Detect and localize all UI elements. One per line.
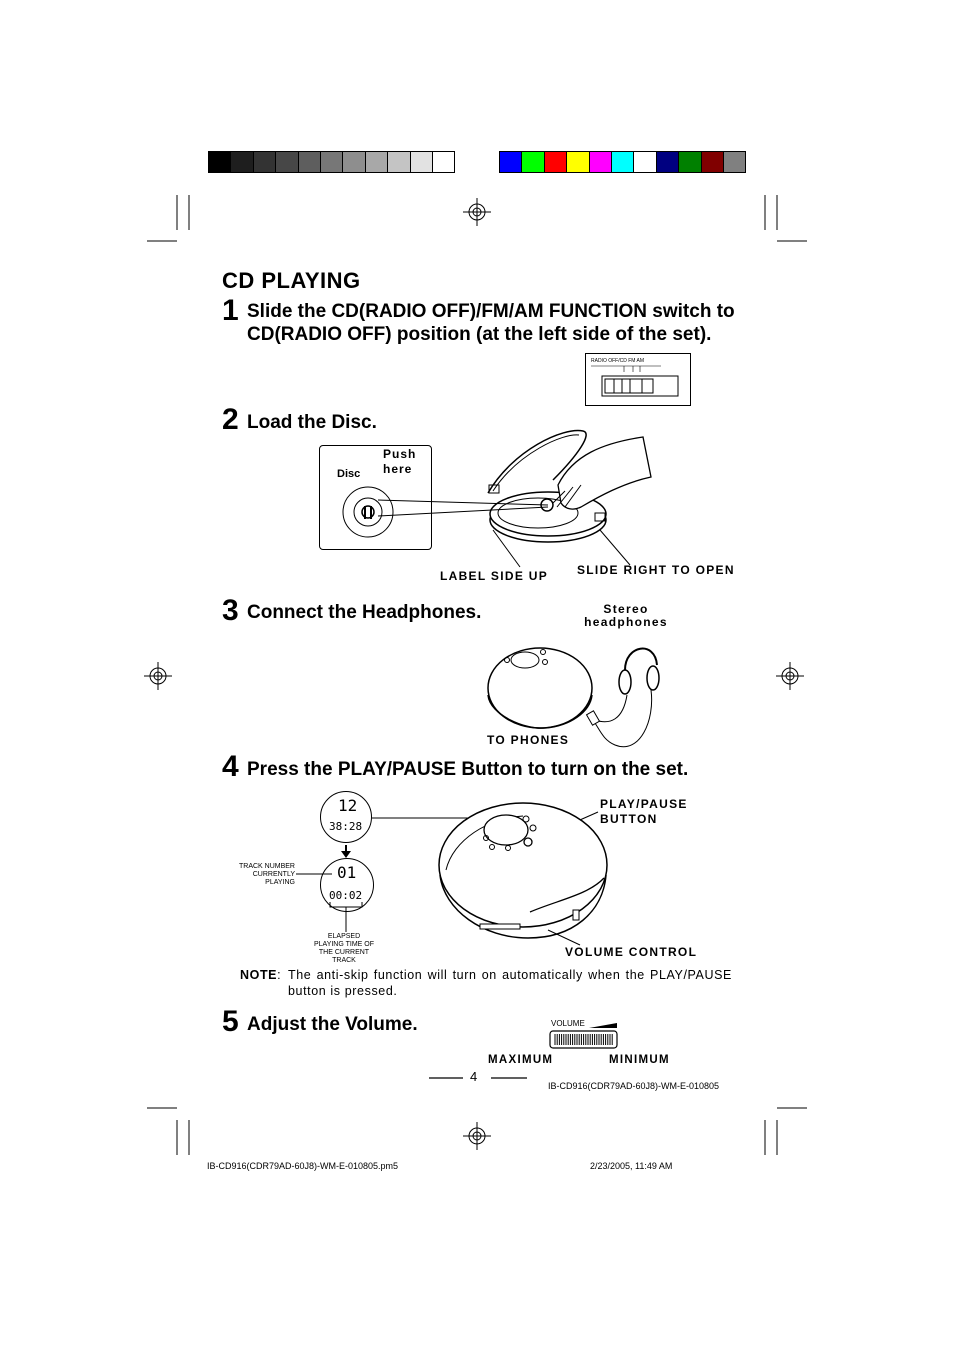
minimum-caption: MINIMUM (609, 1054, 670, 1066)
disc-inset: Disc Push here (319, 445, 432, 550)
volume-wheel-graphic (549, 1023, 618, 1049)
elapsed-time-caption: ELAPSED PLAYING TIME OF THE CURRENT TRAC… (313, 933, 375, 964)
play-pause-button-caption: PLAY/PAUSE BUTTON (600, 797, 688, 826)
lcd-top-time: 38:28 (329, 820, 363, 833)
footer-timestamp: 2/23/2005, 11:49 AM (590, 1161, 673, 1171)
headphones-illustration (487, 647, 660, 748)
document-code: IB-CD916(CDR79AD-60J8)-WM-E-010805 (548, 1081, 720, 1091)
registration-mark-bottom (463, 1122, 491, 1150)
step-5-text: Adjust the Volume. (247, 1014, 418, 1035)
step-2-number: 2 (222, 403, 239, 436)
disc-inset-graphic (342, 486, 394, 538)
step-4-number: 4 (222, 750, 239, 783)
cd-player-open-illustration (487, 429, 652, 543)
label-side-up-caption: LABEL SIDE UP (440, 569, 549, 583)
step-1-text: Slide the CD(RADIO OFF)/FM/AM FUNCTION s… (247, 301, 735, 345)
volume-wheel-label: VOLUME (551, 1019, 585, 1028)
function-switch-diagram: RADIO OFF/CD FM AM (585, 353, 691, 406)
note-block: NOTE: (240, 968, 282, 982)
cd-player-top-illustration (438, 802, 608, 939)
registration-mark-left (144, 662, 172, 690)
lcd-bottom-track: 01 (337, 863, 357, 882)
push-here-label: Push here (383, 447, 417, 476)
lcd-display-bottom: 01 00:02 (320, 858, 374, 912)
registration-mark-top (463, 198, 491, 226)
maximum-caption: MAXIMUM (488, 1054, 554, 1066)
lcd-display-top: 12 38:28 (320, 791, 372, 843)
disc-label: Disc (337, 468, 361, 480)
switch-label: RADIO OFF/CD FM AM (591, 358, 645, 364)
note-label: NOTE (240, 968, 278, 982)
step-3-number: 3 (222, 594, 239, 627)
step-3-text: Connect the Headphones. (247, 602, 482, 623)
slide-right-caption: SLIDE RIGHT TO OPEN (577, 563, 735, 577)
note-text: The anti-skip function will turn on auto… (288, 968, 732, 998)
lcd-top-track: 12 (338, 796, 358, 815)
page-number: 4 (470, 1069, 478, 1084)
step-4-text: Press the PLAY/PAUSE Button to turn on t… (247, 759, 689, 780)
stereo-headphones-caption: Stereo headphones (584, 602, 668, 629)
step-5-number: 5 (222, 1005, 239, 1038)
step-2-text: Load the Disc. (247, 412, 377, 433)
step-1-number: 1 (222, 294, 239, 327)
color-swatch-10 (723, 151, 747, 173)
footer-filename: IB-CD916(CDR79AD-60J8)-WM-E-010805.pm5 (207, 1161, 399, 1171)
to-phones-caption: TO PHONES (487, 733, 570, 747)
switch-graphic (591, 365, 679, 397)
gray-swatch-10 (432, 151, 456, 173)
volume-control-caption: VOLUME CONTROL (565, 945, 698, 959)
track-number-caption: TRACK NUMBER CURRENTLY PLAYING (238, 863, 295, 886)
section-title: CD PLAYING (222, 268, 361, 293)
lcd-bottom-time: 00:02 (329, 889, 363, 902)
registration-mark-right (776, 662, 804, 690)
